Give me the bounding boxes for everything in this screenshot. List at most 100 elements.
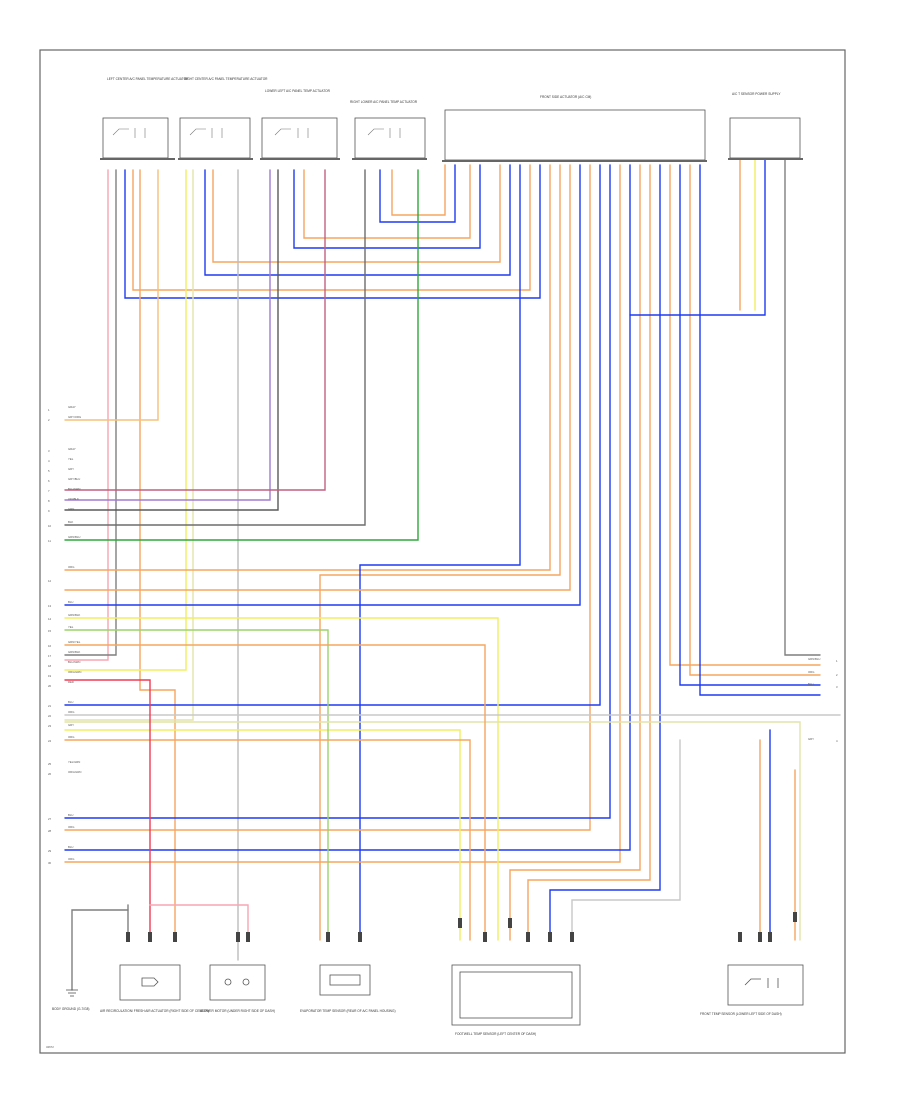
wire-label: GRN/BLU bbox=[68, 535, 80, 539]
pin-number: 6 bbox=[48, 479, 50, 483]
pin-number: 24 bbox=[48, 739, 52, 743]
wire-group bbox=[64, 159, 841, 991]
pin-number: 17 bbox=[48, 654, 52, 658]
wire-label: ORG/GRN bbox=[68, 770, 81, 774]
bottom-component-label: EVAPORATOR TEMP SENSOR (REAR OF A/C PANE… bbox=[300, 1009, 396, 1013]
bottom-component-label: AIR RECIRCULATION/ FRESH AIR ACTUATOR (R… bbox=[100, 1009, 209, 1013]
pin-number: 29 bbox=[48, 849, 52, 853]
wire-label: ORG bbox=[68, 565, 74, 569]
pin-number: 2 bbox=[48, 418, 50, 422]
top-component-label: LOWER LEFT A/C PANEL TEMP ACTUATOR bbox=[265, 89, 331, 93]
wire-label: ORG bbox=[808, 670, 814, 674]
wire-label: ORG/GRN bbox=[68, 670, 81, 674]
wire-label: GRY bbox=[68, 723, 74, 727]
evaporator-temp-sensor-box bbox=[319, 964, 371, 996]
wire-label: VIO/BLK bbox=[68, 497, 79, 501]
wire-label: YEL bbox=[68, 457, 74, 461]
bottom-component-label: BLOWER MOTOR (UNDER RIGHT SIDE OF DASH) bbox=[200, 1009, 275, 1013]
air-recirculation-actuator-box bbox=[119, 964, 181, 1001]
pin-number: 13 bbox=[48, 604, 52, 608]
right-pin-column: 1 2 3 4 GRN/BLU ORG BLU GRY bbox=[808, 657, 838, 743]
pin-number: 18 bbox=[48, 664, 52, 668]
wire-label: BLU bbox=[68, 813, 73, 817]
pin-number: 16 bbox=[48, 644, 52, 648]
wire-label: BLU bbox=[68, 600, 73, 604]
pin-number: 3 bbox=[48, 449, 50, 453]
pin-number: 14 bbox=[48, 617, 52, 621]
wire-label: GRN bbox=[68, 507, 74, 511]
pin-number: 7 bbox=[48, 489, 50, 493]
pin-number: 26 bbox=[48, 772, 52, 776]
pin-number: 19 bbox=[48, 674, 52, 678]
wire-label: GRN/BLU bbox=[808, 657, 820, 661]
front-side-actuator-box bbox=[444, 109, 706, 161]
pin-number: 25 bbox=[48, 762, 52, 766]
wire-label: BLU/GRN bbox=[68, 660, 80, 664]
wire-label: YEL bbox=[68, 625, 74, 629]
footwell-temp-sensor-box bbox=[451, 964, 581, 1026]
left-pin-column: 1 2 3 4 5 6 7 8 9 10 11 12 13 14 15 16 1… bbox=[48, 408, 52, 865]
top-component-label: RIGHT LOWER A/C PANEL TEMP ACTUATOR bbox=[350, 100, 418, 104]
ground-icon bbox=[66, 989, 78, 997]
wire-label: GRY/BLU bbox=[68, 477, 80, 481]
pin-number: 12 bbox=[48, 579, 52, 583]
pin-number: 1 bbox=[48, 408, 50, 412]
wire-label: ORG bbox=[68, 735, 74, 739]
wire-label: BLU bbox=[68, 700, 73, 704]
wire-label: GRN/YEL bbox=[68, 640, 81, 644]
wire-label: GRN/BLK bbox=[68, 613, 80, 617]
pin-number: 22 bbox=[48, 714, 52, 718]
bottom-component-label: FOOTWELL TEMP SENSOR (LEFT CENTER OF DAS… bbox=[455, 1032, 536, 1036]
front-temp-sensor-box bbox=[727, 964, 804, 1006]
wire-label: BLK bbox=[68, 520, 73, 524]
pin-number: 28 bbox=[48, 829, 52, 833]
pin-number: 4 bbox=[48, 459, 50, 463]
wire-label: BLU/GRN bbox=[68, 487, 80, 491]
bottom-component-label: FRONT TEMP SENSOR (LOWER LEFT SIDE OF DA… bbox=[700, 1012, 782, 1016]
bottom-component-label: BODY GROUND (G-7/G8) bbox=[52, 1007, 90, 1011]
diagram-frame bbox=[39, 49, 846, 1054]
wire-label: GRAY bbox=[68, 405, 76, 409]
blower-motor-box bbox=[209, 964, 266, 1001]
wire-label: YEL/GRN bbox=[68, 760, 80, 764]
wire-label: RED bbox=[68, 680, 74, 684]
pin-number: 4 bbox=[836, 739, 838, 743]
power-supply-box bbox=[729, 117, 801, 159]
lower-left-temp-actuator-box bbox=[261, 117, 338, 159]
wire-label: GRY bbox=[68, 467, 74, 471]
wire-label: GRY bbox=[808, 737, 814, 741]
pin-number: 3 bbox=[836, 685, 838, 689]
pin-number: 15 bbox=[48, 629, 52, 633]
pin-number: 9 bbox=[48, 509, 50, 513]
pin-number: 23 bbox=[48, 724, 52, 728]
bottom-components bbox=[66, 964, 804, 1026]
pin-number: 8 bbox=[48, 499, 50, 503]
top-connector-pins bbox=[100, 158, 803, 162]
connector-pins bbox=[126, 912, 797, 942]
wire-label: BLU bbox=[68, 845, 73, 849]
right-center-temp-actuator-box bbox=[179, 117, 251, 159]
top-component-label: A/C T SENSOR POWER SUPPLY bbox=[732, 92, 781, 96]
top-component-label: LEFT CENTER A/C PANEL TEMPERATURE ACTUAT… bbox=[107, 77, 189, 81]
wire-label: ORG bbox=[68, 825, 74, 829]
wire-label: GRN/BLK bbox=[68, 650, 80, 654]
pin-number: 27 bbox=[48, 817, 52, 821]
left-wire-labels: GRAY GRY/ORG GRAY YEL GRY GRY/BLU BLU/GR… bbox=[68, 405, 81, 861]
pin-number: 30 bbox=[48, 861, 52, 865]
pin-number: 20 bbox=[48, 684, 52, 688]
footer-code: 34672 bbox=[46, 1045, 54, 1049]
wire-label: BLU bbox=[808, 682, 813, 686]
pin-number: 10 bbox=[48, 524, 52, 528]
top-component-label: RIGHT CENTER A/C PANEL TEMPERATURE ACTUA… bbox=[184, 77, 268, 81]
wire-label: GRY/ORG bbox=[68, 415, 81, 419]
top-components bbox=[102, 109, 801, 161]
wire-label: ORG bbox=[68, 857, 74, 861]
pin-number: 5 bbox=[48, 469, 50, 473]
wire-label: GRAY bbox=[68, 447, 76, 451]
wire-label: ORG bbox=[68, 710, 74, 714]
left-center-temp-actuator-box bbox=[102, 117, 169, 159]
pin-number: 2 bbox=[836, 673, 838, 677]
top-component-label: FRONT SIDE ACTUATOR (A/C CM) bbox=[540, 95, 591, 99]
pin-number: 11 bbox=[48, 539, 51, 543]
